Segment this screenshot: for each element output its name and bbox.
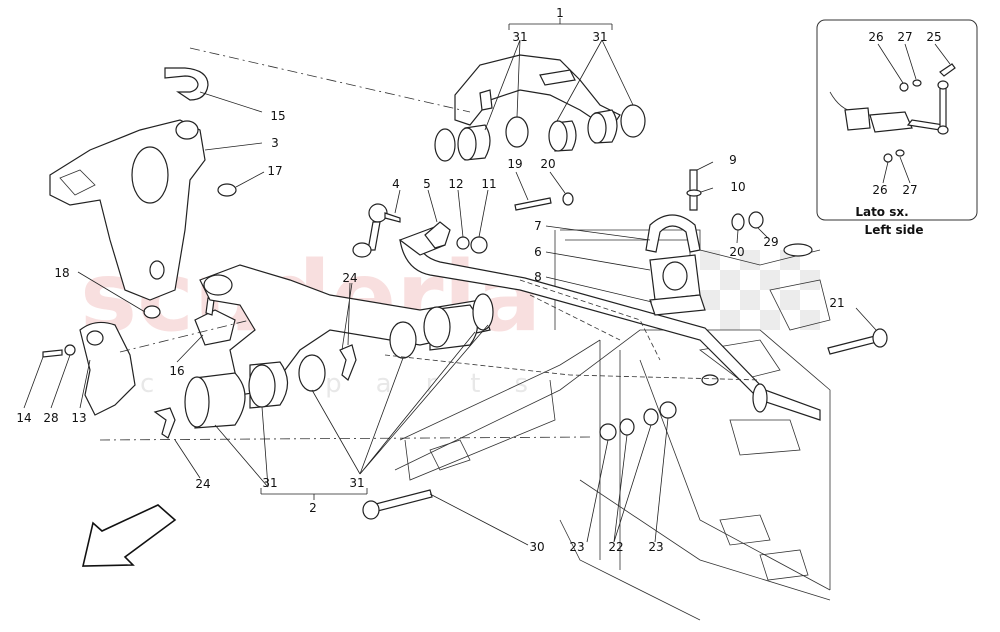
bracket-5 <box>424 221 451 249</box>
leader-lines <box>23 18 951 546</box>
bushing-17 <box>217 183 237 197</box>
nut-18 <box>143 305 161 319</box>
label-23-right: 23 <box>648 540 663 554</box>
label-27-inset-bottom: 27 <box>902 183 917 197</box>
label-19: 19 <box>507 157 522 171</box>
nut-29 <box>748 211 764 229</box>
bracket-7 <box>645 214 701 253</box>
clip-24a <box>339 344 357 381</box>
label-12: 12 <box>448 177 463 191</box>
label-15: 15 <box>270 109 285 123</box>
label-6: 6 <box>534 245 542 259</box>
label-31-lower-right: 31 <box>349 476 364 490</box>
screw-14 <box>42 349 63 358</box>
label-14: 14 <box>16 411 31 425</box>
label-1: 1 <box>556 6 564 20</box>
label-17: 17 <box>267 164 282 178</box>
clip-24b <box>153 407 176 439</box>
steering-knuckle <box>49 119 206 301</box>
label-28: 28 <box>43 411 58 425</box>
label-16: 16 <box>169 364 184 378</box>
washer-20 <box>562 192 574 206</box>
label-13: 13 <box>71 411 86 425</box>
label-31-upper-right: 31 <box>592 30 607 44</box>
label-29: 29 <box>763 235 778 249</box>
label-2: 2 <box>309 501 317 515</box>
label-24-upper: 24 <box>342 271 357 285</box>
label-31-upper-left: 31 <box>512 30 527 44</box>
washer-20b <box>731 213 745 231</box>
label-11: 11 <box>481 177 496 191</box>
label-5: 5 <box>423 177 431 191</box>
bolt-19 <box>514 197 552 211</box>
clamp-15 <box>164 67 209 101</box>
washer-10 <box>686 189 702 197</box>
label-8: 8 <box>534 270 542 284</box>
label-9: 9 <box>729 153 737 167</box>
inset-left-side: Lato sx. Left side <box>816 19 978 237</box>
watermark-flag <box>700 250 820 330</box>
link-4 <box>352 203 401 258</box>
label-3: 3 <box>271 136 279 150</box>
label-7: 7 <box>534 219 542 233</box>
label-4: 4 <box>392 177 400 191</box>
front-arrow-icon <box>81 504 177 567</box>
label-30: 30 <box>529 540 544 554</box>
washer-22b <box>643 408 659 426</box>
label-23-left: 23 <box>569 540 584 554</box>
label-21: 21 <box>829 296 844 310</box>
label-20-upper: 20 <box>540 157 555 171</box>
stabilizer-bar <box>398 224 821 421</box>
bushings-upper <box>434 104 646 162</box>
nut-11 <box>470 236 488 254</box>
inset-title-line2: Left side <box>865 223 924 237</box>
label-31-lower-left: 31 <box>262 476 277 490</box>
label-20-right: 20 <box>729 245 744 259</box>
plate-8 <box>649 294 706 316</box>
bolt-21 <box>827 335 878 355</box>
nut-23b <box>659 401 677 419</box>
bushings-lower <box>184 293 494 429</box>
label-18: 18 <box>54 266 69 280</box>
nut-12 <box>456 236 470 250</box>
label-10: 10 <box>730 180 745 194</box>
label-22: 22 <box>608 540 623 554</box>
label-27-inset-top: 27 <box>897 30 912 44</box>
inset-title-line1: Lato sx. <box>855 205 908 219</box>
label-26-inset-top: 26 <box>868 30 883 44</box>
washer-22a <box>619 418 635 436</box>
washer-28 <box>64 344 76 356</box>
shield-13 <box>79 321 136 416</box>
part-number-labels: 1 31 31 15 3 17 18 16 14 28 13 4 5 12 11… <box>16 6 941 554</box>
label-25: 25 <box>926 30 941 44</box>
label-26-inset-bottom: 26 <box>872 183 887 197</box>
label-24-lower: 24 <box>195 477 210 491</box>
nut-23a <box>599 423 617 441</box>
